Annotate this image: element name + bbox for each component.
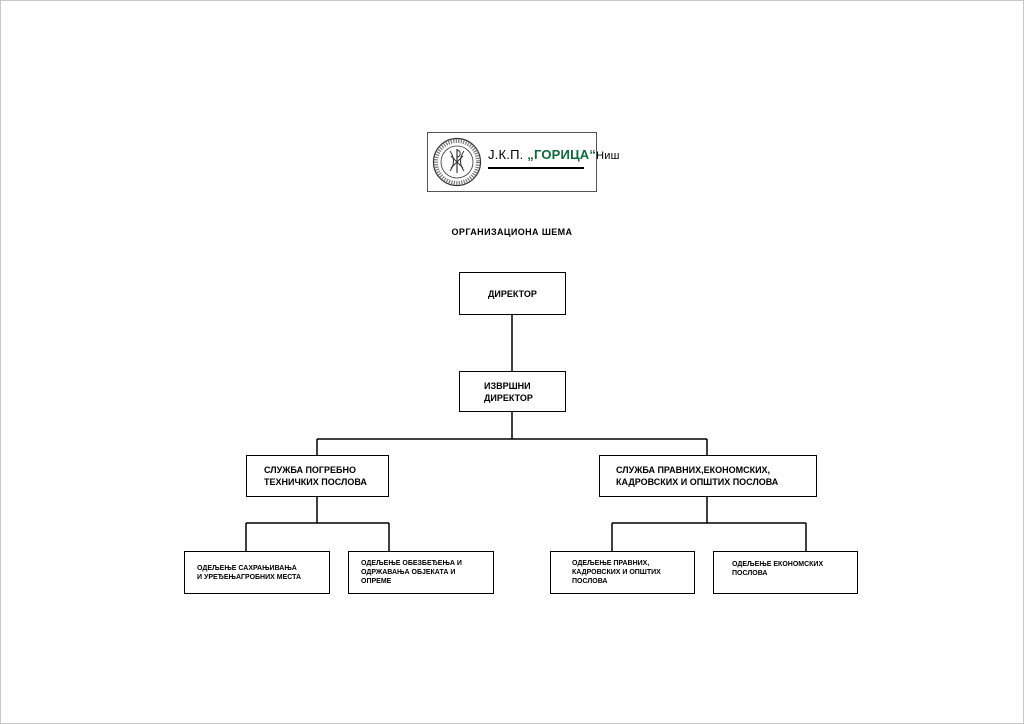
node-director: ДИРЕКТОР bbox=[459, 272, 566, 315]
node-dept-economic: ОДЕЉЕЊЕ ЕКОНОМСКИХ ПОСЛОВА bbox=[713, 551, 858, 594]
seal-icon bbox=[432, 137, 482, 187]
logo-brand-name: „ГОРИЦА“ bbox=[527, 147, 597, 162]
node-dept-legal: ОДЕЉЕЊЕ ПРАВНИХ, КАДРОВСКИХ И ОПШТИХ ПОС… bbox=[550, 551, 695, 594]
node-dept-economic-label: ОДЕЉЕЊЕ ЕКОНОМСКИХ ПОСЛОВА bbox=[732, 561, 824, 577]
node-dept-maintenance: ОДЕЉЕЊЕ ОБЕЗБЕЂЕЊА И ОДРЖАВАЊА ОБЈЕКАТА … bbox=[348, 551, 494, 594]
node-service-legal: СЛУЖБА ПРАВНИХ,ЕКОНОМСКИХ, КАДРОВСКИХ И … bbox=[599, 455, 817, 497]
node-dept-burial-label: ОДЕЉЕЊЕ САХРАЊИВАЊА И УРЕЂЕЊАГРОБНИХ МЕС… bbox=[197, 564, 302, 581]
node-service-burial-label: СЛУЖБА ПОГРЕБНО ТЕХНИЧКИХ ПОСЛОВА bbox=[264, 465, 367, 487]
logo-underline bbox=[488, 167, 584, 169]
node-service-burial: СЛУЖБА ПОГРЕБНО ТЕХНИЧКИХ ПОСЛОВА bbox=[246, 455, 389, 497]
node-dept-maintenance-label: ОДЕЉЕЊЕ ОБЕЗБЕЂЕЊА И ОДРЖАВАЊА ОБЈЕКАТА … bbox=[361, 560, 462, 585]
company-logo: Ј.К.П. „ГОРИЦА“Ниш bbox=[427, 132, 619, 192]
node-dept-burial: ОДЕЉЕЊЕ САХРАЊИВАЊА И УРЕЂЕЊАГРОБНИХ МЕС… bbox=[184, 551, 330, 594]
logo-city: Ниш bbox=[596, 150, 620, 162]
logo-org-name: Ј.К.П. „ГОРИЦА“Ниш bbox=[488, 147, 620, 162]
node-executive-director: ИЗВРШНИ ДИРЕКТОР bbox=[459, 371, 566, 412]
node-dept-legal-label: ОДЕЉЕЊЕ ПРАВНИХ, КАДРОВСКИХ И ОПШТИХ ПОС… bbox=[572, 560, 661, 585]
logo-prefix: Ј.К.П. bbox=[488, 147, 528, 162]
chart-title: ОРГАНИЗАЦИОНА ШЕМА bbox=[451, 227, 573, 237]
node-service-legal-label: СЛУЖБА ПРАВНИХ,ЕКОНОМСКИХ, КАДРОВСКИХ И … bbox=[616, 465, 779, 487]
node-executive-director-label: ИЗВРШНИ ДИРЕКТОР bbox=[484, 380, 533, 403]
node-director-label: ДИРЕКТОР bbox=[488, 288, 537, 299]
